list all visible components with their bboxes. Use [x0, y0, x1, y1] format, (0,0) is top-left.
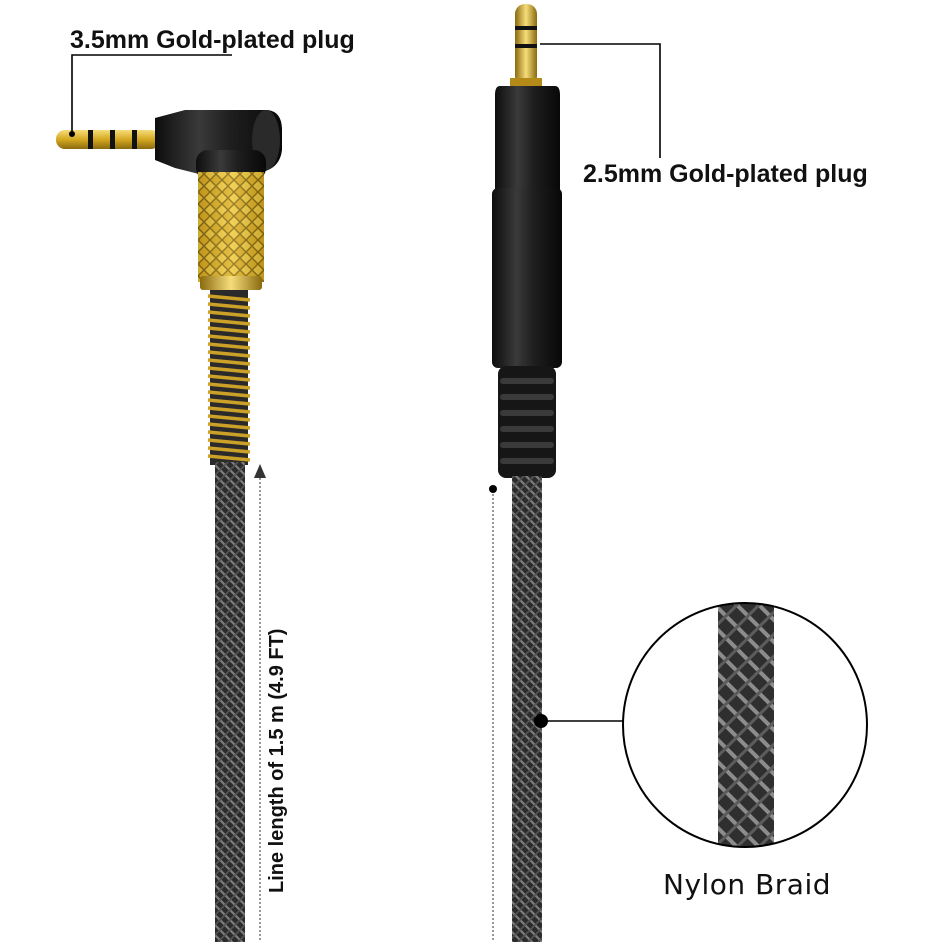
- nylon-braid-label: Nylon Braid: [663, 868, 832, 901]
- braided-cable-right: [512, 476, 542, 942]
- plug-25mm: [492, 4, 562, 478]
- nylon-braid-zoom: [622, 602, 868, 848]
- length-indicator: [254, 464, 497, 942]
- braided-cable-left: [215, 462, 245, 942]
- plug-35mm: [56, 110, 282, 465]
- plug-35mm-label: 3.5mm Gold-plated plug: [70, 26, 355, 54]
- line-length-label: Line length of 1.5 m (4.9 FT): [266, 628, 288, 893]
- callout-lines: [71, 43, 661, 722]
- callout-dot-35: [69, 131, 75, 137]
- plug-25mm-label: 2.5mm Gold-plated plug: [583, 160, 868, 188]
- callout-dot-braid: [534, 714, 548, 728]
